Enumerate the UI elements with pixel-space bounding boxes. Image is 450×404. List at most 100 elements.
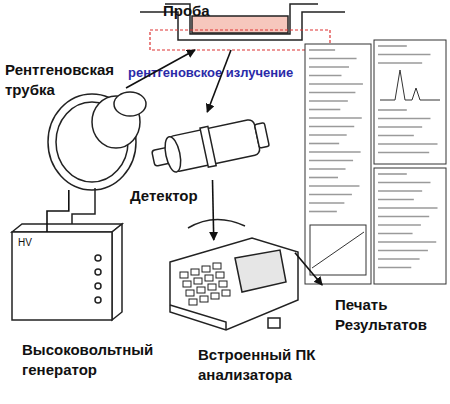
print-line (378, 126, 422, 128)
xray-tube-node: Рентгеновская трубка (48, 88, 152, 190)
printout-sheet (374, 168, 446, 284)
print-line (378, 152, 429, 154)
printout-text-lines (309, 46, 438, 268)
print-line (309, 194, 352, 196)
keypad-key (200, 296, 208, 302)
printout-sheet (305, 44, 371, 284)
calibration-line (312, 232, 364, 268)
graph-frame (310, 225, 366, 275)
keypad-key (222, 290, 230, 296)
component-label: Печать Результатов (335, 295, 445, 335)
printout-node: Печать Результатов (305, 40, 448, 285)
print-line (309, 100, 348, 102)
print-line (309, 83, 363, 85)
print-line (378, 62, 422, 64)
xray-tube (48, 92, 146, 190)
component-label: Проба (163, 1, 243, 21)
pc-base (188, 219, 245, 228)
signal-arrow (295, 253, 322, 285)
print-line (309, 109, 340, 111)
print-line (378, 143, 438, 145)
keypad-key (189, 299, 197, 305)
print-line (378, 250, 428, 252)
keypad-key (194, 278, 202, 284)
power-wire (47, 190, 69, 232)
detector (149, 115, 271, 178)
print-line (309, 211, 337, 213)
generator-top (12, 224, 122, 232)
hv-generator-node: HVВысоковольтный генератор (12, 232, 112, 320)
print-line (309, 126, 354, 128)
component-label: Встроенный ПК анализатора (198, 345, 330, 385)
irradiated-zone (150, 30, 330, 50)
printouts (305, 40, 446, 284)
print-line (378, 173, 407, 175)
edge-label: рентгеновское излучение (128, 64, 328, 82)
print-line (378, 54, 430, 56)
keypad-key (202, 266, 210, 272)
generator-socket (95, 255, 101, 261)
sample-node: Проба (150, 18, 330, 50)
print-line (309, 185, 359, 187)
print-line (309, 49, 335, 51)
print-line (378, 233, 413, 235)
print-line (309, 168, 346, 170)
print-line (309, 134, 347, 136)
component-label: Высоковольтный генератор (22, 340, 162, 380)
signal-arrow (126, 50, 195, 88)
keypad-key (183, 281, 191, 287)
print-line (378, 267, 411, 269)
print-line (378, 45, 407, 47)
spectrum-peaks (380, 70, 440, 100)
analyzer-pc-node: Встроенный ПК анализатора (170, 240, 295, 325)
print-line (309, 66, 349, 68)
tube-window (114, 92, 146, 116)
hv-generator (12, 224, 122, 320)
print-line (378, 182, 430, 184)
print-line (378, 135, 414, 137)
print-line (378, 216, 429, 218)
detector-ring (200, 126, 216, 167)
print-line (378, 224, 421, 226)
signal-arrow (213, 180, 214, 240)
component-label: Детектор (130, 186, 230, 206)
detector-back (254, 123, 269, 149)
print-line (378, 199, 414, 201)
print-line (309, 202, 344, 204)
generator-front (12, 232, 112, 320)
pc-port (268, 318, 280, 328)
print-line (378, 258, 420, 260)
pc-screen (235, 250, 286, 292)
print-line (309, 160, 353, 162)
generator-socket (95, 297, 101, 303)
printout-sheet (374, 40, 446, 164)
print-line (378, 190, 422, 192)
print-line (378, 207, 438, 209)
keypad-key (219, 281, 227, 287)
pc-keypad (180, 263, 230, 305)
keypad-key (180, 272, 188, 278)
keypad-key (213, 263, 221, 269)
keypad-key (197, 287, 205, 293)
analyzer-pc (170, 219, 298, 330)
print-line (309, 75, 341, 77)
keypad-key (208, 284, 216, 290)
print-line (378, 241, 436, 243)
keypad-key (216, 272, 224, 278)
keypad-key (211, 293, 219, 299)
keypad-key (205, 275, 213, 281)
component-label: Рентгеновская трубка (5, 60, 130, 100)
print-line (309, 58, 357, 60)
keypad-key (191, 269, 199, 275)
print-line (378, 118, 430, 120)
print-line (309, 151, 361, 153)
generator-side (112, 224, 122, 320)
generator-socket (95, 269, 101, 275)
print-line (309, 117, 362, 119)
print-line (309, 143, 339, 145)
signal-arrow (207, 50, 231, 112)
detector-face (162, 135, 183, 173)
pc-body (170, 238, 298, 330)
